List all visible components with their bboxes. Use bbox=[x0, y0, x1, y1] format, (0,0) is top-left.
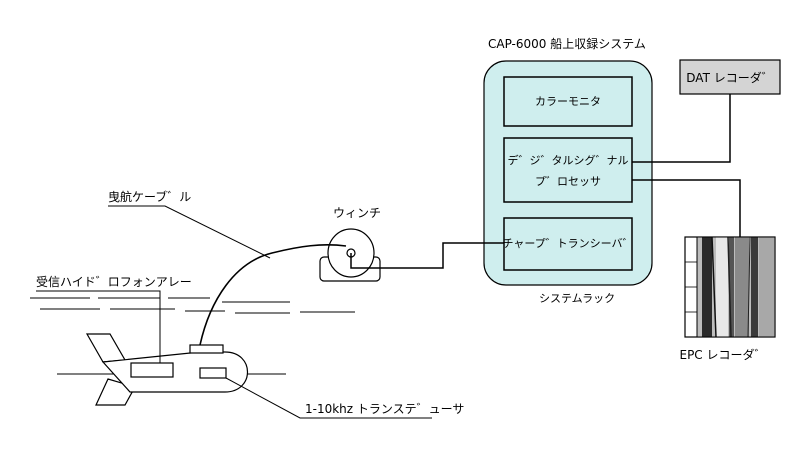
sea-surface bbox=[30, 297, 355, 314]
tow-fish-upper-fin bbox=[85, 333, 126, 363]
hydrophone-array-leader bbox=[36, 290, 161, 363]
dsp-label-line1: デ゛ジ゛タルシグ゛ナル bbox=[508, 153, 629, 167]
dsp-label-line2: プ゛ロセッサ bbox=[535, 175, 601, 188]
chirp-transceiver-label: チャープ゛トランシーバ゛ bbox=[502, 237, 633, 250]
color-monitor-label: カラーモニタ bbox=[535, 95, 601, 108]
tow-fish bbox=[57, 333, 286, 406]
tow-fish-body bbox=[101, 351, 249, 393]
chirp-transceiver-box bbox=[503, 217, 633, 271]
dat-recorder-box bbox=[679, 59, 781, 95]
winch bbox=[319, 228, 381, 282]
tow-cable-label: 曳航ケーブ゛ル bbox=[108, 189, 191, 204]
hydrophone-array-label: 受信ハイド゛ロフォンアレー bbox=[36, 275, 192, 289]
system-rack-caption: システムラック bbox=[539, 292, 615, 305]
winch-label: ウィンチ bbox=[333, 206, 381, 220]
tow-fish-mount bbox=[189, 344, 224, 354]
transducer-leader bbox=[225, 377, 432, 419]
system-rack: カラーモニタ デ゛ジ゛タルシグ゛ナル プ゛ロセッサ チャープ゛トランシーバ゛ bbox=[483, 60, 653, 286]
dsp-box bbox=[503, 137, 633, 203]
dsp-to-dat-line bbox=[632, 94, 731, 163]
system-title: CAP-6000 船上収録システム bbox=[488, 36, 646, 51]
winch-to-transceiver-line bbox=[350, 242, 504, 269]
transducer-label: 1-10khz トランステ゛ューサ bbox=[305, 402, 464, 416]
dsp-to-epc-line bbox=[632, 179, 741, 237]
transducer-element bbox=[199, 367, 227, 379]
hydrophone-array-element bbox=[130, 362, 174, 378]
epc-recorder-record bbox=[684, 236, 776, 338]
tow-cable-leader bbox=[108, 205, 271, 259]
dat-recorder-label: DAT レコーダ゛ bbox=[686, 70, 773, 85]
epc-recorder-label: EPC レコーダ゛ bbox=[679, 347, 766, 362]
color-monitor-box bbox=[503, 76, 633, 127]
